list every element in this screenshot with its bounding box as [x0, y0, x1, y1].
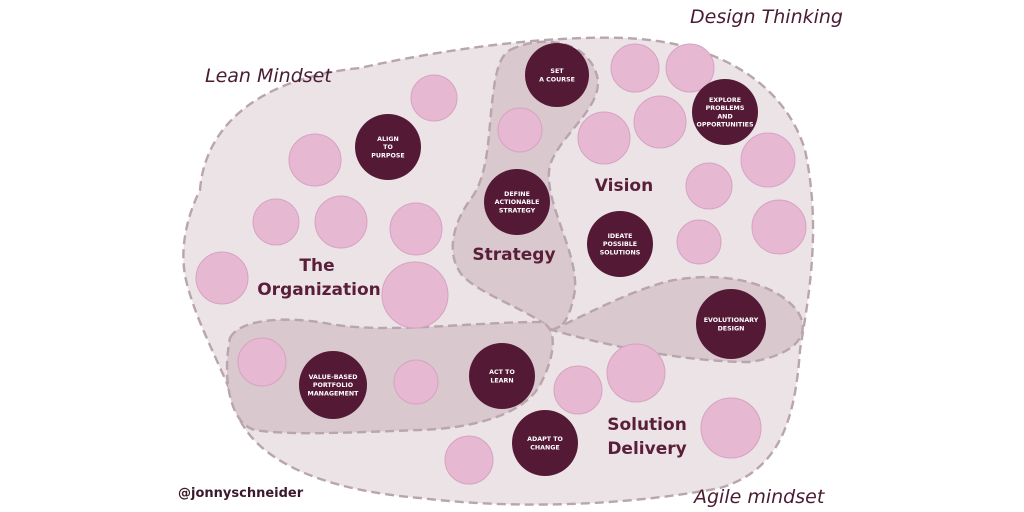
author-credit: @jonnyschneider	[178, 486, 304, 501]
activity-label-line: PORTFOLIO	[313, 382, 354, 389]
idea-bubble	[237, 337, 287, 387]
activity-label-line: MANAGEMENT	[308, 390, 360, 397]
activity-label-line: EXPLORE	[709, 97, 741, 104]
activity-label-line: PROBLEMS	[706, 105, 745, 112]
activity-label-line: ACTIONABLE	[495, 199, 540, 206]
idea-bubbles	[195, 43, 807, 485]
idea-bubble	[577, 111, 631, 165]
vision-label: Vision	[595, 176, 653, 196]
idea-bubble	[700, 397, 762, 459]
activity-label-line: TO	[383, 144, 393, 151]
activity-label-line: DESIGN	[718, 325, 745, 332]
lean-mindset-label: Lean Mindset	[205, 65, 332, 87]
activity-label-line: ADAPT TO	[527, 436, 563, 443]
activity-label-line: DEFINE	[504, 191, 530, 198]
activity-label-line: SET	[550, 68, 564, 75]
activity-circle	[587, 211, 653, 277]
activity-circle	[512, 410, 578, 476]
activity-label-line: POSSIBLE	[603, 241, 637, 248]
idea-bubble	[610, 43, 660, 93]
activity-label-line: LEARN	[490, 377, 513, 384]
activity-label-line: STRATEGY	[499, 207, 536, 214]
activity-label-line: VALUE-BASED	[309, 374, 358, 381]
idea-bubble	[252, 198, 300, 246]
idea-bubble	[393, 359, 439, 405]
activity-label-line: ACT TO	[489, 369, 515, 376]
activity-circle	[355, 114, 421, 180]
idea-bubble	[497, 107, 543, 153]
activity-circle	[692, 79, 758, 145]
idea-bubble	[389, 202, 443, 256]
activity-label-line: PURPOSE	[371, 152, 404, 159]
idea-bubble	[553, 365, 603, 415]
strategy-label: Strategy	[472, 245, 555, 265]
region-labels: The Organization Strategy Vision Solutio…	[257, 176, 687, 459]
activity-circle	[469, 343, 535, 409]
activity-label-line: IDEATE	[608, 233, 633, 240]
idea-bubble	[410, 74, 458, 122]
design-thinking-label: Design Thinking	[690, 6, 843, 28]
activity-circle	[484, 169, 550, 235]
idea-bubble	[676, 219, 722, 265]
activity-label-line: SOLUTIONS	[600, 249, 641, 256]
activity-label-line: ALIGN	[377, 136, 399, 143]
solution-delivery-label-line1: Solution	[607, 415, 687, 435]
idea-bubble	[685, 162, 733, 210]
organization-label-line2: Organization	[257, 280, 381, 300]
organization-label-line1: The	[299, 256, 334, 276]
activity-label-line: OPPORTUNITIES	[697, 122, 754, 129]
idea-bubble	[195, 251, 249, 305]
activity-circle	[299, 351, 367, 419]
idea-bubble	[751, 199, 807, 255]
idea-bubble	[314, 195, 368, 249]
activity-circle	[696, 289, 766, 359]
idea-bubble	[288, 133, 342, 187]
idea-bubble	[444, 435, 494, 485]
activity-circle	[525, 43, 589, 107]
activity-label-line: AND	[717, 113, 732, 120]
activity-label-line: EVOLUTIONARY	[704, 317, 759, 324]
activity-label-line: A COURSE	[539, 76, 575, 83]
agile-mindset-label: Agile mindset	[694, 486, 825, 508]
idea-bubble	[606, 343, 666, 403]
idea-bubble	[381, 261, 449, 329]
solution-delivery-label-line2: Delivery	[607, 439, 686, 459]
idea-bubble	[740, 132, 796, 188]
idea-bubble	[665, 43, 715, 93]
activity-label-line: CHANGE	[530, 444, 560, 451]
idea-bubble	[633, 95, 687, 149]
